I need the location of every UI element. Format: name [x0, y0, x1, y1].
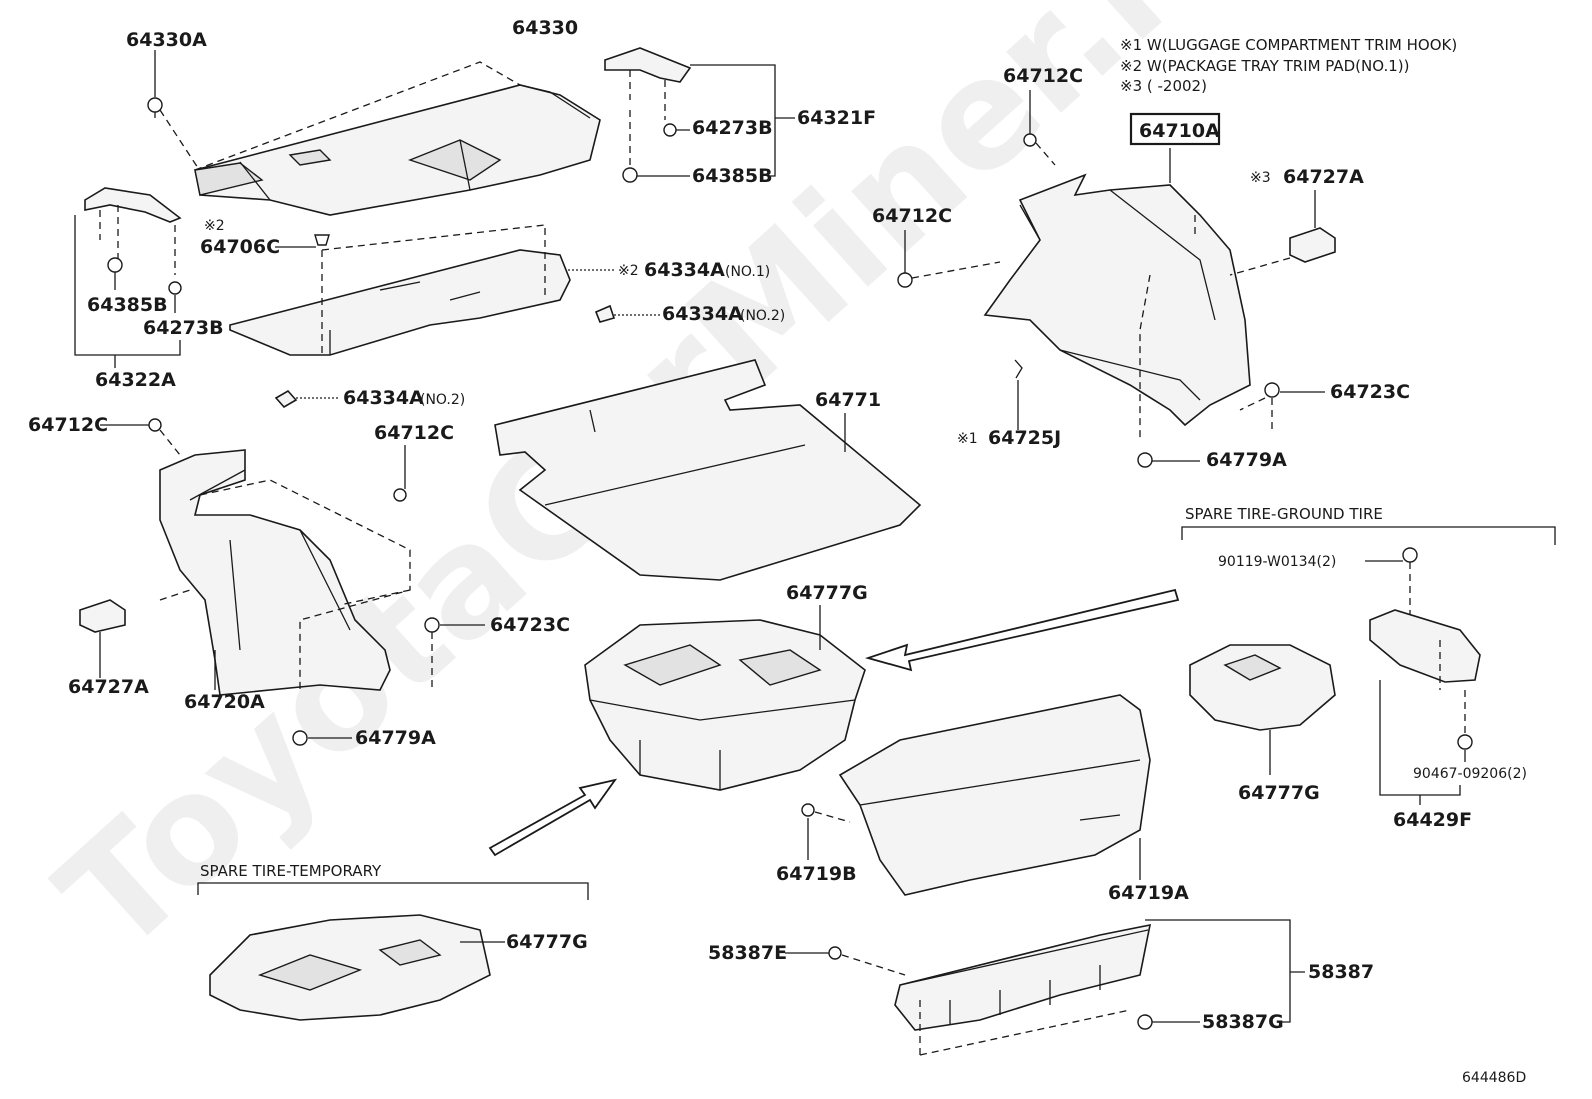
label-90119-W0134: 90119-W0134(2) — [1218, 554, 1336, 570]
label-64712C-b: 64712C — [872, 205, 952, 227]
quarter-trim-left-64720A[interactable] — [159, 449, 391, 696]
package-tray-trim-pad[interactable] — [229, 249, 571, 356]
label-no2-b: (NO.2) — [420, 392, 465, 408]
mark-2-b: ※2 — [618, 263, 639, 279]
label-64723C-right: 64723C — [1330, 381, 1410, 403]
clip-64273B-left[interactable] — [168, 281, 182, 295]
clip-64385B-top[interactable] — [622, 167, 638, 183]
label-64710A[interactable]: 64710A — [1139, 120, 1220, 142]
clip-64712C-top[interactable] — [1023, 133, 1037, 147]
label-64385B-top: 64385B — [692, 165, 773, 187]
label-58387E: 58387E — [708, 942, 787, 964]
label-64330A: 64330A — [126, 29, 207, 51]
label-64719B: 64719B — [776, 863, 857, 885]
label-64321F: 64321F — [797, 107, 876, 129]
quarter-trim-right-64710A[interactable] — [983, 173, 1251, 427]
label-64777G-center: 64777G — [786, 582, 868, 604]
note-2: ※2 W(PACKAGE TRAY TRIM PAD(NO.1)) — [1120, 57, 1409, 75]
label-64723C-left: 64723C — [490, 614, 570, 636]
mark-1: ※1 — [957, 431, 978, 447]
pad-64334A-no2-b[interactable] — [274, 389, 298, 409]
clip-64723C-right[interactable] — [1264, 382, 1280, 398]
clip-90467-09206[interactable] — [1457, 734, 1473, 750]
label-64712C-c: 64712C — [28, 414, 108, 436]
arrow-ground-to-box — [864, 588, 1180, 672]
label-64777G-right: 64777G — [1238, 782, 1320, 804]
label-64779A-left: 64779A — [355, 727, 436, 749]
trunk-lid-trim-64719A[interactable] — [838, 694, 1151, 896]
clip-64779A-right[interactable] — [1137, 452, 1153, 468]
clip-64330A[interactable] — [147, 97, 163, 118]
hook-64725J[interactable] — [1014, 359, 1023, 379]
label-64725J: 64725J — [988, 427, 1061, 449]
clip-64706C[interactable] — [314, 234, 330, 246]
label-64429F: 64429F — [1393, 809, 1472, 831]
package-tray-trim-panel[interactable] — [194, 84, 601, 216]
label-64322A: 64322A — [95, 369, 176, 391]
clip-64712C-left-a[interactable] — [148, 418, 162, 432]
note-3: ※3 ( -2002) — [1120, 77, 1207, 95]
section-spare-tire-ground: SPARE TIRE-GROUND TIRE — [1185, 505, 1383, 523]
clip-58387G[interactable] — [1137, 1014, 1153, 1030]
label-64385B-left: 64385B — [87, 294, 168, 316]
tray-bracket-64321F[interactable] — [604, 47, 692, 83]
label-64771: 64771 — [815, 389, 881, 411]
clip-64273B-top[interactable] — [663, 123, 677, 137]
label-no2-a: (NO.2) — [740, 308, 785, 324]
pad-64727A-left[interactable] — [79, 599, 126, 633]
label-64334A-no1: 64334A — [644, 259, 725, 281]
spare-tire-box-64777G-right[interactable] — [1189, 644, 1336, 731]
label-64273B-left: 64273B — [143, 317, 224, 339]
spare-tire-box-64777G-center[interactable] — [584, 619, 866, 791]
label-64334A-no2-b: 64334A — [343, 387, 424, 409]
luggage-compartment-mat[interactable] — [494, 359, 922, 581]
label-64719A: 64719A — [1108, 882, 1189, 904]
clip-90119-W0134[interactable] — [1402, 547, 1418, 563]
label-64779A-right: 64779A — [1206, 449, 1287, 471]
label-64706C: 64706C — [200, 236, 280, 258]
label-64273B-top: 64273B — [692, 117, 773, 139]
label-no1: (NO.1) — [725, 264, 770, 280]
label-90467-09206: 90467-09206(2) — [1413, 766, 1527, 782]
label-64712C-d: 64712C — [374, 422, 454, 444]
label-64727A-left: 64727A — [68, 676, 149, 698]
clip-64779A-left[interactable] — [292, 730, 308, 746]
clip-64712C-mid[interactable] — [897, 272, 913, 288]
mark-2-a: ※2 — [204, 218, 225, 234]
tray-bracket-64322A[interactable] — [84, 187, 182, 223]
clip-64712C-left-b[interactable] — [393, 488, 407, 502]
label-64330: 64330 — [512, 17, 578, 39]
label-64727A-right: 64727A — [1283, 166, 1364, 188]
rear-scuff-plate-58387[interactable] — [894, 923, 1152, 1031]
label-64720A: 64720A — [184, 691, 265, 713]
clip-64385B-left[interactable] — [107, 257, 123, 273]
highlight-box-64710A — [1129, 112, 1221, 146]
label-58387G: 58387G — [1202, 1011, 1284, 1033]
pad-64334A-no2-a[interactable] — [594, 304, 616, 323]
mark-3: ※3 — [1250, 170, 1271, 186]
label-58387: 58387 — [1308, 961, 1374, 983]
arrow-temporary-to-box — [488, 778, 618, 857]
note-1: ※1 W(LUGGAGE COMPARTMENT TRIM HOOK) — [1120, 36, 1457, 54]
label-64777G-temporary: 64777G — [506, 931, 588, 953]
pad-64727A-right[interactable] — [1289, 227, 1336, 263]
diagram-id: 644486D — [1462, 1070, 1526, 1086]
clip-64719B[interactable] — [801, 803, 815, 817]
label-64334A-no2-a: 64334A — [662, 303, 743, 325]
spare-tire-box-64777G-temporary[interactable] — [209, 914, 491, 1021]
clip-58387E[interactable] — [828, 946, 842, 960]
label-64712C-a: 64712C — [1003, 65, 1083, 87]
section-spare-tire-temporary: SPARE TIRE-TEMPORARY — [200, 862, 382, 880]
clip-64723C-left[interactable] — [424, 617, 440, 633]
spare-tire-holder-64429F[interactable] — [1369, 609, 1481, 683]
